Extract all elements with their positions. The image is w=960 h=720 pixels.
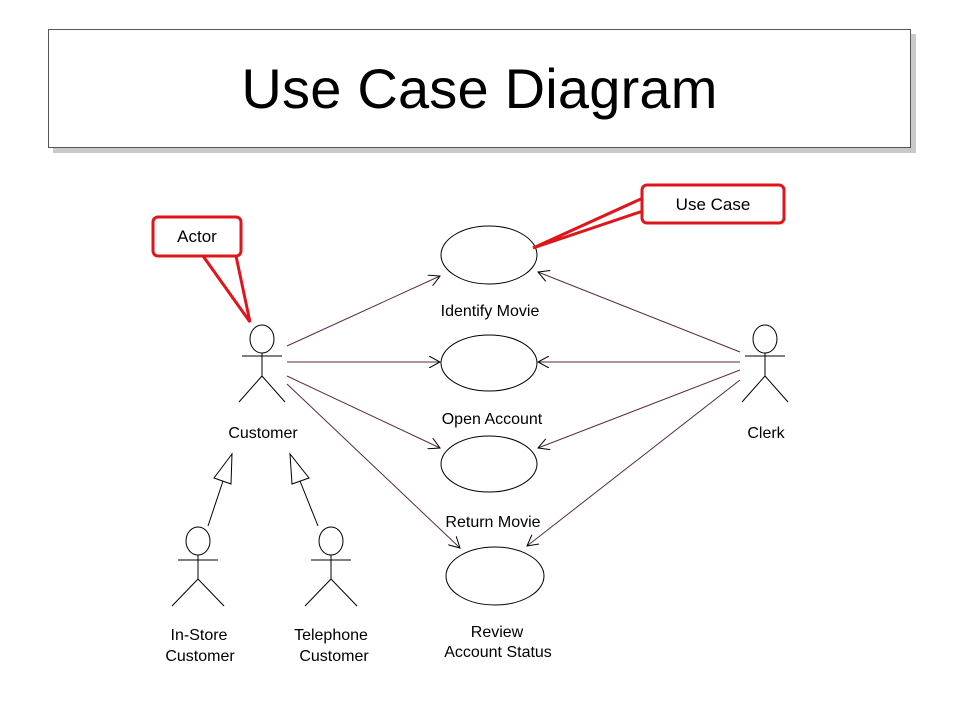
actor-label-clerk: Clerk	[747, 425, 785, 442]
callout-actor-box	[151, 215, 243, 258]
assoc-customer-return-movie	[286, 375, 440, 448]
use-case-open-account	[440, 334, 538, 392]
use-case-return-movie	[440, 435, 538, 493]
assoc-clerk-identify-movie	[538, 272, 741, 353]
generalization-telephone	[289, 452, 319, 527]
callout-actor-pointer	[201, 255, 252, 323]
use-case-label-review-line-2: Account Status	[444, 644, 552, 661]
use-case-label-review-line-1: Review	[471, 624, 524, 641]
callout-use-case: Use Case	[532, 183, 786, 250]
generalization-arrowhead	[213, 452, 233, 485]
page-title: Use Case Diagram	[241, 56, 718, 120]
use-case-label-identify-movie: Identify Movie	[441, 303, 540, 320]
generalization-arrowhead	[289, 452, 310, 485]
actor-label-customer: Customer	[228, 425, 298, 442]
actor-label-in-store-line-1: In-Store	[171, 627, 228, 644]
title-box: Use Case Diagram	[48, 29, 911, 148]
use-case-label-return-movie: Return Movie	[445, 514, 540, 531]
actor-clerk-figure	[741, 324, 789, 403]
callout-use-case-label: Use Case	[676, 195, 751, 214]
callout-actor-label: Actor	[177, 227, 217, 246]
callout-use-case-box	[640, 183, 786, 225]
actor-label-telephone-line-2: Customer	[299, 648, 369, 665]
actor-label-telephone-line-1: Telephone	[294, 627, 368, 644]
use-case-review-account-status	[445, 546, 545, 606]
actor-telephone-customer-figure	[304, 526, 358, 607]
assoc-customer-review-account-status	[286, 383, 460, 548]
assoc-customer-identify-movie	[286, 276, 440, 347]
actor-in-store-customer-figure	[171, 526, 225, 607]
assoc-clerk-return-movie	[538, 369, 741, 448]
generalization-in-store	[207, 452, 233, 527]
use-case-identify-movie	[440, 225, 538, 285]
assoc-clerk-review-account-status	[527, 379, 741, 546]
callout-actor: Actor	[151, 215, 252, 323]
use-case-label-open-account: Open Account	[442, 411, 543, 428]
actor-customer-figure	[238, 324, 286, 403]
customer-associations	[286, 276, 460, 548]
clerk-associations	[527, 272, 741, 546]
actor-label-in-store-line-2: Customer	[165, 648, 235, 665]
callout-use-case-pointer	[532, 196, 644, 250]
